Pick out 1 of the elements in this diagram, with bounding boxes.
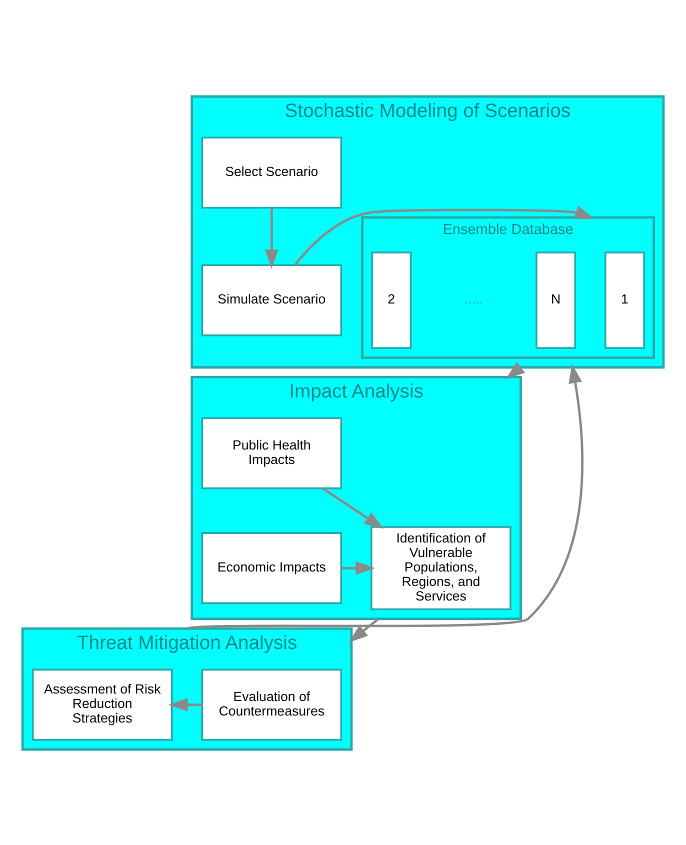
label: ..... xyxy=(464,291,483,306)
